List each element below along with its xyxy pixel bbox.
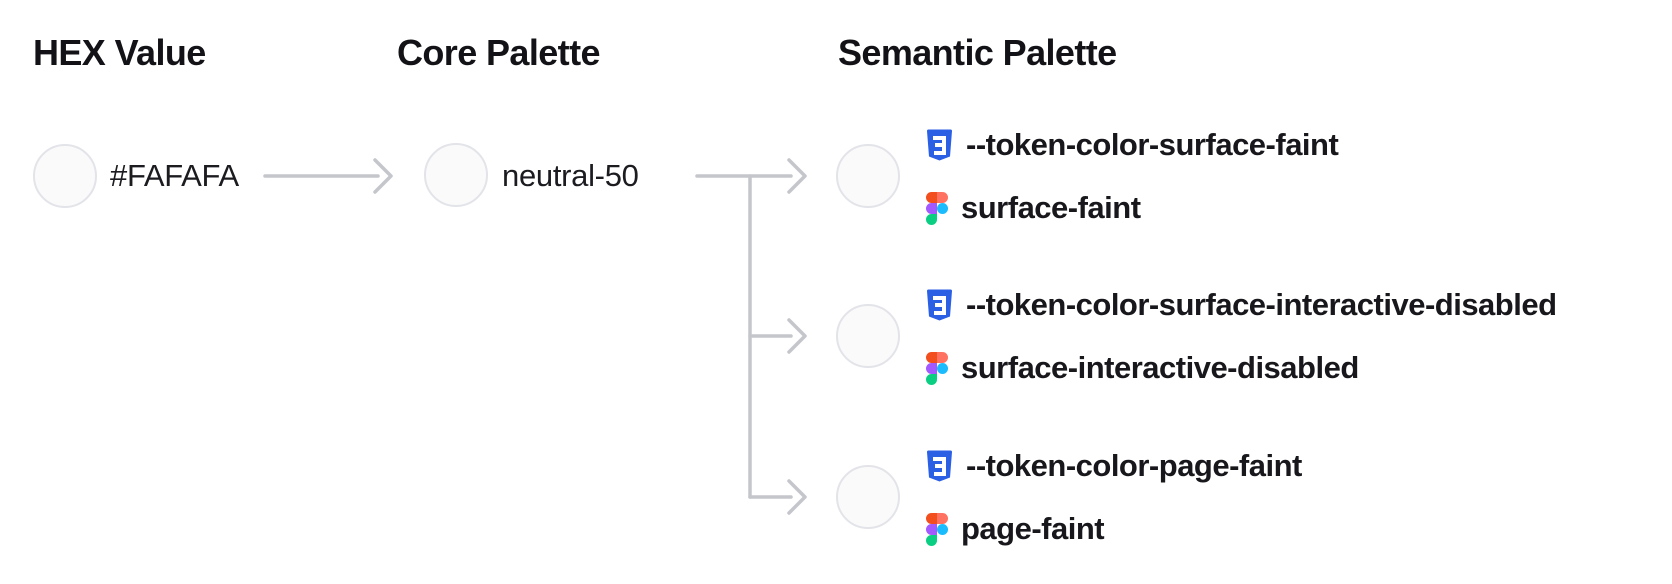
css3-shield-icon <box>926 450 953 482</box>
figma-logo-icon <box>926 191 948 225</box>
core-color-swatch <box>424 143 488 207</box>
css-variable-name: --token-color-page-faint <box>966 448 1302 483</box>
css-token-line: --token-color-surface-interactive-disabl… <box>926 284 1557 326</box>
hex-value-label: #FAFAFA <box>110 158 239 193</box>
semantic-color-swatch <box>836 465 900 529</box>
arrowhead-semantic-3 <box>787 479 807 515</box>
semantic-color-swatch <box>836 144 900 208</box>
hex-color-swatch <box>33 144 97 208</box>
figma-style-name: surface-interactive-disabled <box>961 350 1359 385</box>
figma-logo-icon <box>926 512 948 546</box>
core-column-header: Core Palette <box>397 32 600 73</box>
semantic-column-header: Semantic Palette <box>838 32 1117 73</box>
arrowhead-semantic-2 <box>787 318 807 354</box>
core-palette-label: neutral-50 <box>502 158 639 193</box>
figma-style-line: surface-faint <box>926 187 1141 229</box>
hex-column-header: HEX Value <box>33 32 206 73</box>
css-token-line: --token-color-page-faint <box>926 445 1302 487</box>
css3-shield-icon <box>926 289 953 321</box>
arrowhead-hex-to-core <box>373 158 393 194</box>
css-variable-name: --token-color-surface-interactive-disabl… <box>966 287 1557 322</box>
css3-shield-icon <box>926 129 953 161</box>
figma-style-line: surface-interactive-disabled <box>926 347 1359 389</box>
figma-logo-icon <box>926 351 948 385</box>
arrowhead-semantic-1 <box>787 158 807 194</box>
css-variable-name: --token-color-surface-faint <box>966 127 1339 162</box>
figma-style-name: page-faint <box>961 511 1105 546</box>
figma-style-line: page-faint <box>926 508 1105 550</box>
semantic-color-swatch <box>836 304 900 368</box>
figma-style-name: surface-faint <box>961 190 1141 225</box>
css-token-line: --token-color-surface-faint <box>926 124 1339 166</box>
